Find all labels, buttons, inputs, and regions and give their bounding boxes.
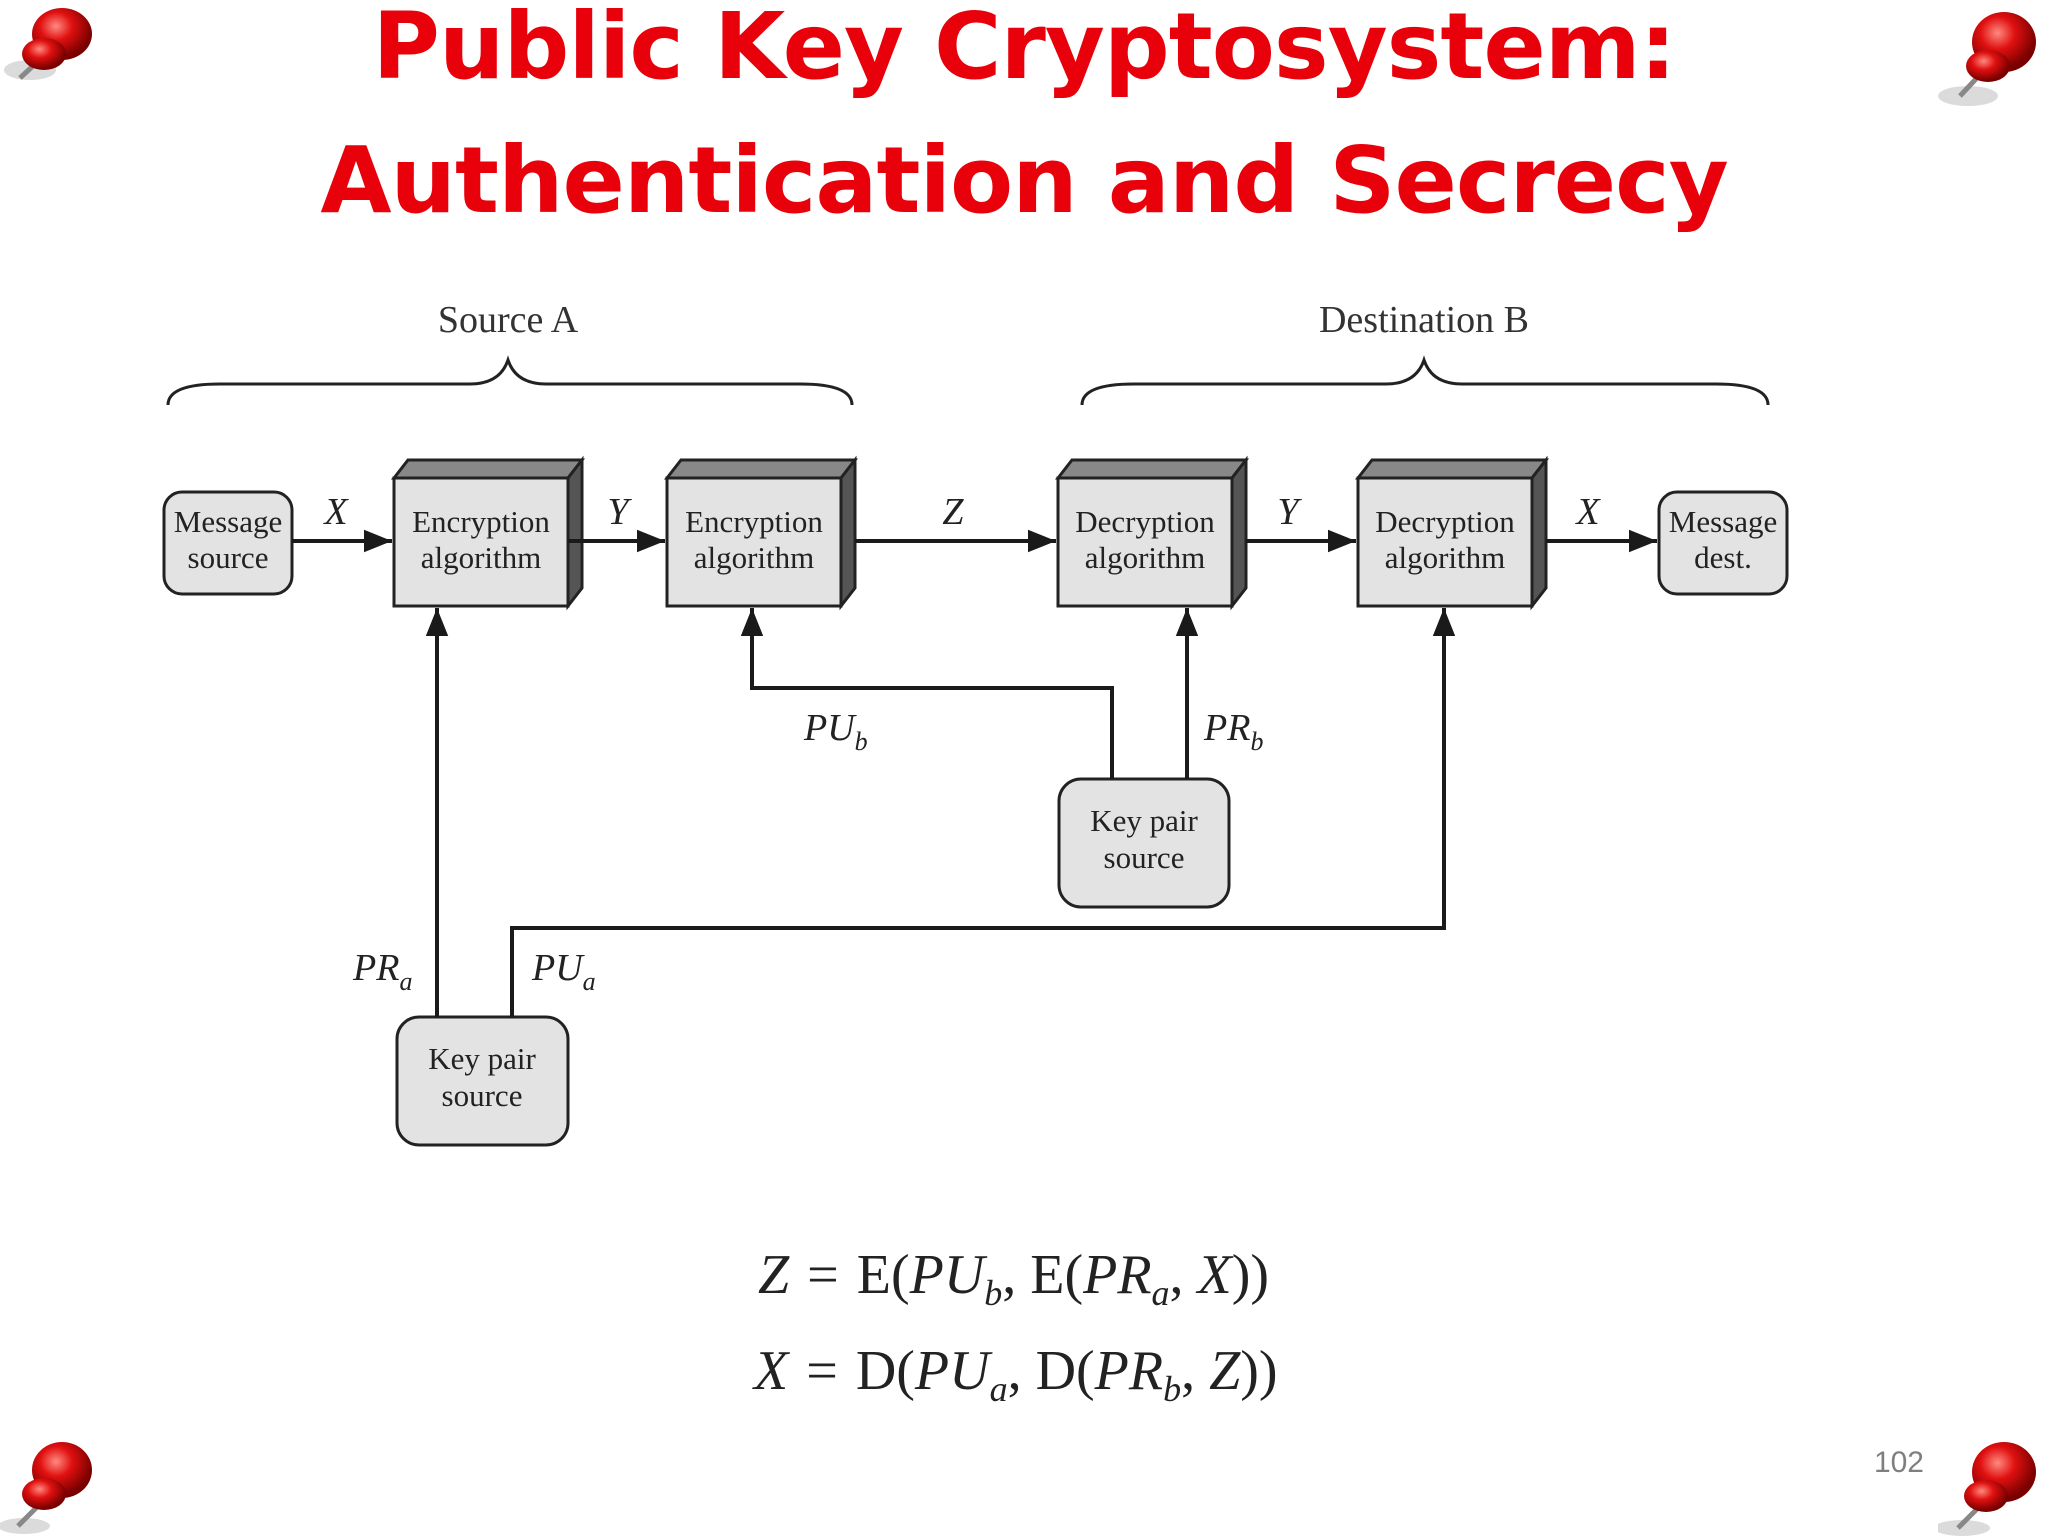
encryption-2-line1: Encryption	[685, 504, 823, 539]
flow-label-x-1: X	[322, 491, 349, 533]
key-pair-b-line2: source	[1104, 840, 1185, 875]
line-pua-to-decryption-2	[510, 608, 1456, 1017]
key-pair-source-a-box: Key pair source	[395, 1015, 570, 1147]
decryption-1-line2: algorithm	[1085, 540, 1206, 575]
message-dest-line1: Message	[1669, 504, 1777, 539]
message-dest-box: Message dest.	[1657, 490, 1789, 596]
page-number: 102	[1873, 1446, 1924, 1479]
key-pair-a-line1: Key pair	[428, 1041, 536, 1076]
pushpin-icon-top-right	[1938, 12, 2036, 106]
encryption-algorithm-box-2: Encryption algorithm	[663, 455, 859, 611]
message-dest-line2: dest.	[1694, 540, 1752, 575]
line-pub-to-encryption-2	[740, 608, 1114, 779]
decryption-2-line1: Decryption	[1375, 504, 1515, 539]
encryption-algorithm-box-1: Encryption algorithm	[390, 455, 586, 611]
pushpin-icon-bottom-right	[1938, 1442, 2036, 1536]
encryption-1-line2: algorithm	[421, 540, 542, 575]
message-source-line1: Message	[174, 504, 282, 539]
decryption-algorithm-box-2: Decryption algorithm	[1354, 455, 1550, 611]
decryption-algorithm-box-1: Decryption algorithm	[1054, 455, 1250, 611]
decryption-1-line1: Decryption	[1075, 504, 1215, 539]
equation-encrypt: Z=E(PUb, E(PRa, X))	[758, 1244, 1269, 1313]
encryption-2-line2: algorithm	[694, 540, 815, 575]
key-label-pra: PRa	[352, 947, 412, 996]
brace-source-a	[166, 355, 854, 406]
key-pair-source-b-box: Key pair source	[1057, 777, 1231, 909]
encryption-1-line1: Encryption	[412, 504, 550, 539]
brace-destination-b	[1080, 355, 1770, 406]
key-label-pub: PUb	[803, 707, 868, 756]
key-pair-a-line2: source	[442, 1078, 523, 1113]
equation-decrypt: X=D(PUa, D(PRb, Z))	[752, 1340, 1278, 1409]
pushpin-icon-bottom-left	[0, 1442, 92, 1534]
key-label-prb: PRb	[1203, 707, 1263, 756]
decryption-2-line2: algorithm	[1385, 540, 1506, 575]
message-source-box: Message source	[162, 490, 294, 596]
group-label-destination-b: Destination B	[1319, 299, 1529, 341]
group-label-source-a: Source A	[438, 299, 579, 341]
flow-label-z: Z	[942, 491, 964, 533]
slide-title-line-2: Authentication and Secrecy	[320, 127, 1728, 234]
pushpin-icon-top-left	[4, 8, 92, 80]
key-pair-b-line1: Key pair	[1090, 803, 1198, 838]
key-label-pua: PUa	[531, 947, 596, 996]
slide-title-line-1: Public Key Cryptosystem:	[372, 0, 1677, 100]
message-source-line2: source	[188, 540, 269, 575]
flow-label-x-2: X	[1574, 491, 1601, 533]
flow-label-y-1: Y	[607, 491, 632, 533]
flow-label-y-2: Y	[1277, 491, 1302, 533]
